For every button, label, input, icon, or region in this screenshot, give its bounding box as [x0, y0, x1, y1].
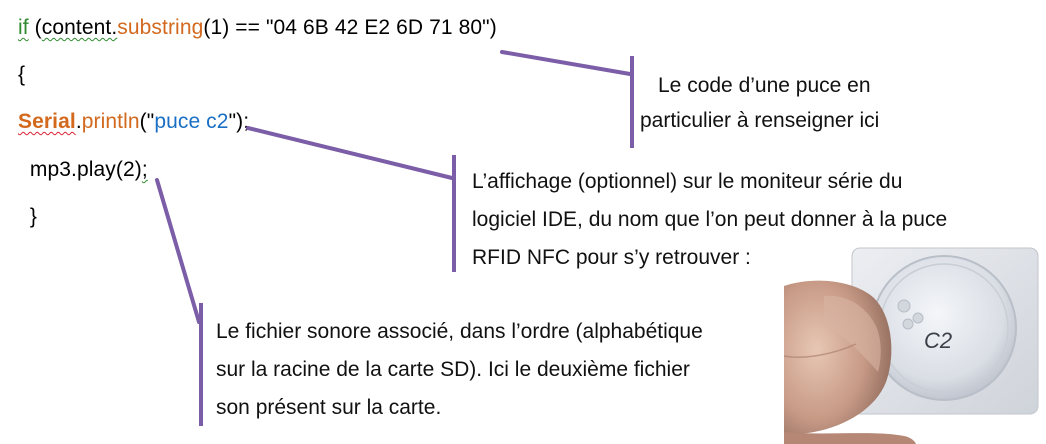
- code-close: ");: [228, 110, 250, 133]
- code-object: content.: [41, 16, 118, 39]
- code-method-substring: substring: [117, 16, 204, 39]
- annotation-chip-code-line-2: particulier à renseigner ici: [640, 109, 880, 132]
- code-keyword-if: if: [18, 16, 29, 39]
- code-dot: .: [75, 110, 82, 133]
- code-line-3: Serial.println("puce c2");: [18, 111, 249, 132]
- rfid-tag-photo: C2: [784, 236, 1046, 444]
- code-line-5: }: [18, 205, 37, 228]
- code-call: mp3.play(2): [18, 158, 142, 181]
- code-text: (: [28, 16, 42, 39]
- code-line-1: if (content.substring(1) == "04 6B 42 E2…: [18, 17, 497, 38]
- annotation-sound-line-1: Le fichier sonore associé, dans l’ordre …: [216, 320, 703, 343]
- annotation-sound-file: Le fichier sonore associé, dans l’ordre …: [216, 313, 703, 427]
- code-args: (1) == "04 6B 42 E2 6D 71 80"): [203, 16, 497, 39]
- annotation-display-line-3: RFID NFC pour s’y retrouver :: [472, 246, 751, 269]
- code-line-2: {: [18, 63, 26, 86]
- annotation-display-line-1: L’affichage (optionnel) sur le moniteur …: [472, 170, 903, 193]
- annotation-sound-line-3: son présent sur la carte.: [216, 396, 442, 419]
- rfid-tag-label: C2: [924, 328, 952, 353]
- connector-line-display: [246, 126, 454, 180]
- connector-line-chip-code: [500, 50, 632, 76]
- code-string: puce c2: [154, 110, 229, 133]
- annotation-chip-code-line-1: Le code d’une puce en: [658, 74, 871, 97]
- annotation-sound-line-2: sur la racine de la carte SD). Ici le de…: [216, 358, 690, 381]
- connector-line-sound: [155, 178, 201, 324]
- annotation-display-line-2: logiciel IDE, du nom que l’on peut donne…: [472, 208, 948, 231]
- finger-shape: [784, 432, 916, 444]
- code-line-4: mp3.play(2);: [18, 159, 148, 180]
- code-class-serial: Serial: [18, 110, 76, 133]
- code-semicolon: ;: [141, 158, 148, 181]
- code-open: (": [139, 110, 155, 133]
- annotation-chip-code: Le code d’une puce en particulier à rens…: [640, 68, 879, 138]
- rfid-tag-illustration: C2: [784, 236, 1046, 444]
- code-method-println: println: [81, 110, 140, 133]
- annotation-display: L’affichage (optionnel) sur le moniteur …: [472, 163, 947, 277]
